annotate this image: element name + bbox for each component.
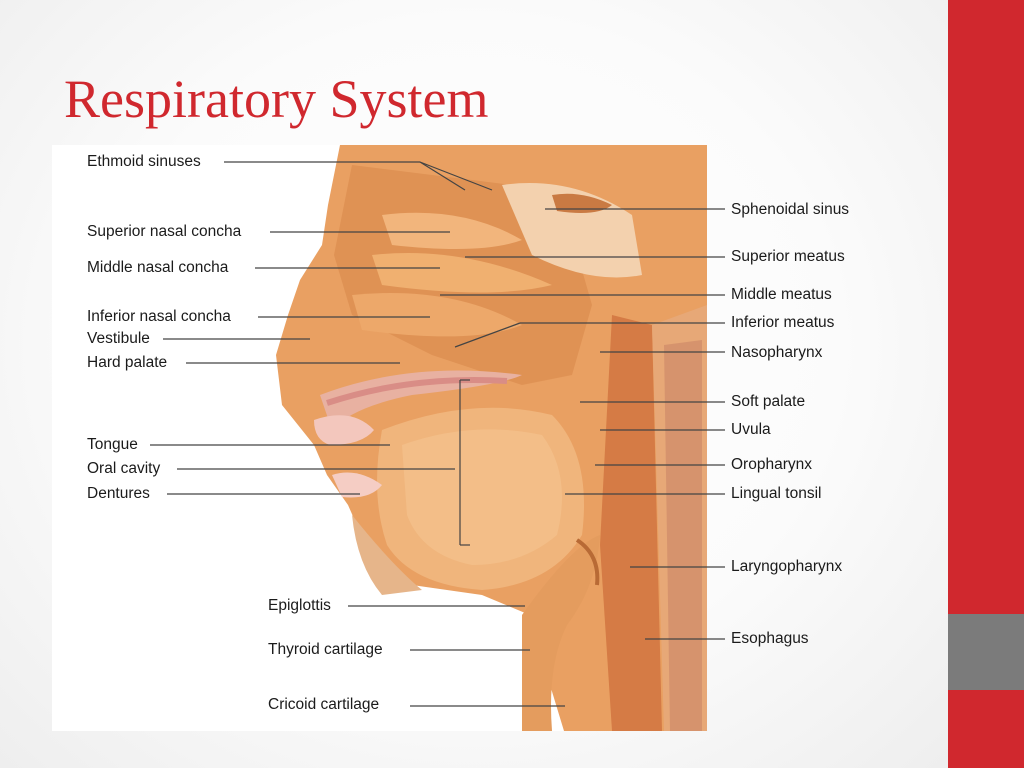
label-tongue: Tongue [87, 436, 138, 453]
label-dentures: Dentures [87, 485, 150, 502]
label-epiglottis: Epiglottis [268, 597, 331, 614]
slide-title: Respiratory System [64, 69, 489, 129]
label-oropharynx: Oropharynx [731, 456, 812, 473]
label-inferior-meatus: Inferior meatus [731, 314, 835, 331]
label-vestibule: Vestibule [87, 330, 150, 347]
label-middle-nasal-concha: Middle nasal concha [87, 259, 229, 276]
side-bar-gray [948, 614, 1024, 690]
label-hard-palate: Hard palate [87, 354, 168, 371]
label-nasopharynx: Nasopharynx [731, 344, 823, 361]
label-lingual-tonsil: Lingual tonsil [731, 485, 822, 502]
label-middle-meatus: Middle meatus [731, 286, 832, 303]
label-ethmoid-sinuses: Ethmoid sinuses [87, 153, 201, 170]
label-oral-cavity: Oral cavity [87, 460, 161, 477]
side-bar-red-bottom [948, 690, 1024, 768]
label-thyroid-cartilage: Thyroid cartilage [268, 641, 383, 658]
label-superior-nasal-concha: Superior nasal concha [87, 223, 242, 240]
label-cricoid-cartilage: Cricoid cartilage [268, 696, 380, 713]
label-laryngopharynx: Laryngopharynx [731, 558, 843, 575]
label-esophagus: Esophagus [731, 630, 809, 647]
side-bar-red-top [948, 0, 1024, 614]
label-superior-meatus: Superior meatus [731, 248, 845, 265]
label-inferior-nasal-concha: Inferior nasal concha [87, 308, 231, 325]
label-sphenoidal-sinus: Sphenoidal sinus [731, 201, 850, 218]
label-uvula: Uvula [731, 421, 771, 438]
label-soft-palate: Soft palate [731, 393, 806, 410]
